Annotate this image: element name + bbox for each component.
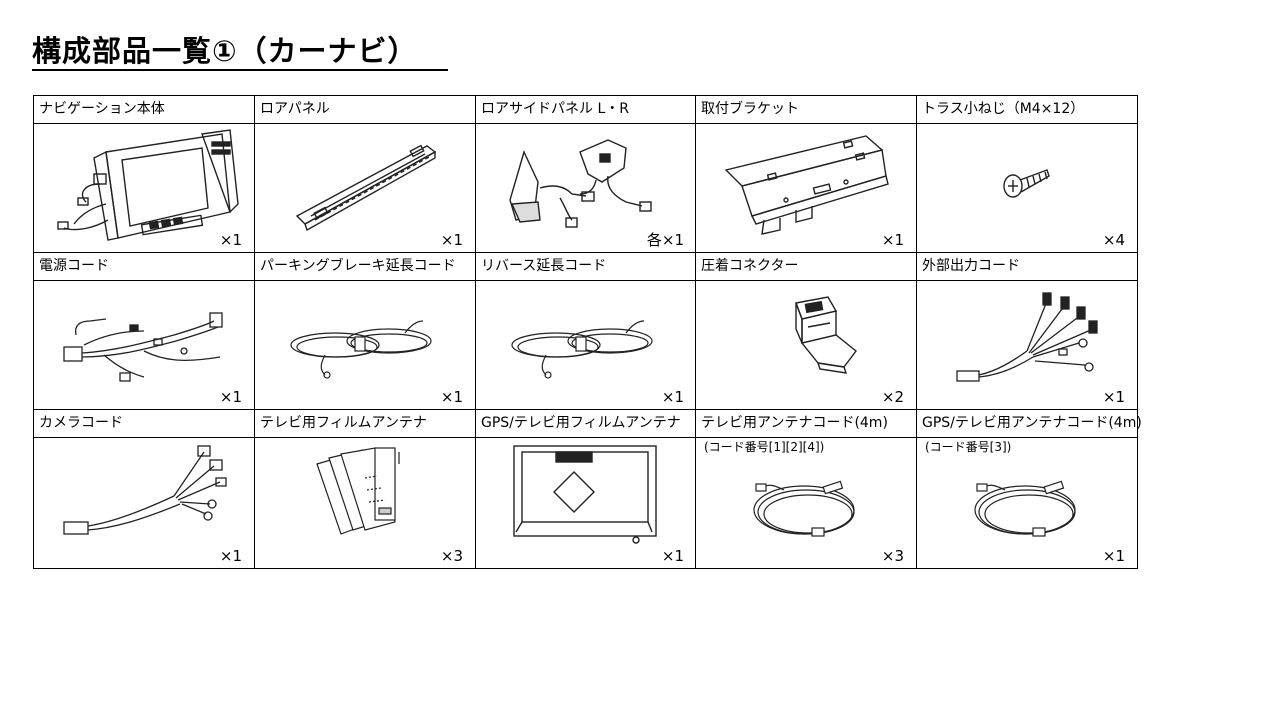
part-label: 取付ブラケット [701,101,799,117]
part-label: テレビ用フィルムアンテナ [260,415,427,431]
coiled-cable-icon [290,320,432,379]
gps-film-antenna-icon [513,445,657,544]
table-divider [33,437,1138,438]
part-quantity: ×1 [1102,547,1125,565]
part-cell: リバース延長コード ×1 [476,253,696,409]
part-quantity: ×1 [661,388,684,406]
table-divider [33,123,1138,124]
part-cell: 電源コード ×1 [34,253,254,409]
part-cell: トラス小ねじ（M4×12） ×4 [917,96,1137,252]
antenna-cord-icon [974,480,1076,537]
part-label: 電源コード [39,258,109,274]
part-quantity: ×3 [881,547,904,565]
table-divider [695,95,696,569]
part-label: ロアパネル [260,101,330,117]
part-quantity: ×1 [219,231,242,249]
part-cell: GPS/テレビ用アンテナコード(4m) (コード番号[3]) ×1 [917,410,1142,568]
lower-side-panel-icon [509,139,652,228]
table-border [33,95,34,569]
film-antenna-icon [316,447,400,535]
part-cell: テレビ用アンテナコード(4m) (コード番号[1][2][4]) ×3 [696,410,916,568]
camera-cord-icon [63,445,227,535]
part-cell: テレビ用フィルムアンテナ ×3 [255,410,475,568]
part-quantity: ×1 [219,388,242,406]
page-title: 構成部品一覧①（カーナビ） [32,34,418,68]
part-label: ナビゲーション本体 [39,101,165,117]
crimp-connector-icon [795,296,857,374]
part-cell: GPS/テレビ用フィルムアンテナ ×1 [476,410,696,568]
table-border [33,95,1138,96]
part-cell: ロアパネル ×1 [255,96,475,252]
part-quantity: ×1 [1102,388,1125,406]
mounting-bracket-icon [724,135,889,235]
power-cord-icon [63,312,223,382]
table-divider [33,252,1138,253]
part-cell: パーキングブレーキ延長コード ×1 [255,253,475,409]
part-quantity: ×1 [440,388,463,406]
part-label: テレビ用アンテナコード(4m) [701,415,888,431]
part-label: 外部出力コード [922,258,1020,274]
part-label: カメラコード [39,415,123,431]
part-quantity: 各×1 [646,231,684,249]
part-label: ロアサイドパネル L・R [481,101,629,117]
part-quantity: ×4 [1102,231,1125,249]
table-border [33,568,1138,569]
part-label: パーキングブレーキ延長コード [260,258,456,274]
table-divider [916,95,917,569]
part-label: GPS/テレビ用アンテナコード(4m) [922,415,1142,431]
part-quantity: ×1 [219,547,242,565]
table-divider [475,95,476,569]
navigation-unit-icon [57,129,239,241]
part-cell: カメラコード ×1 [34,410,254,568]
part-label: リバース延長コード [481,258,607,274]
part-cell: 外部出力コード ×1 [917,253,1137,409]
table-border [1137,95,1138,569]
part-cell: 取付ブラケット ×1 [696,96,916,252]
parts-table: ナビゲーション本体 ×1 ロアパネル [33,95,1142,569]
part-label: GPS/テレビ用フィルムアンテナ [481,415,681,431]
antenna-cord-icon [753,480,855,537]
output-cord-icon [956,292,1098,382]
table-divider [254,95,255,569]
truss-screw-icon [1003,169,1050,198]
part-quantity: ×1 [661,547,684,565]
part-quantity: ×1 [881,231,904,249]
table-divider [33,409,1138,410]
part-quantity: ×3 [440,547,463,565]
part-cell: ロアサイドパネル L・R 各×1 [476,96,696,252]
table-divider [33,280,1138,281]
part-sublabel: (コード番号[3]) [925,440,1012,454]
part-quantity: ×2 [881,388,904,406]
part-cell: 圧着コネクター ×2 [696,253,916,409]
part-quantity: ×1 [440,231,463,249]
lower-panel-icon [295,144,437,232]
part-sublabel: (コード番号[1][2][4]) [704,440,825,454]
coiled-cable-icon [511,320,653,379]
title-underline [32,69,448,71]
part-cell: ナビゲーション本体 ×1 [34,96,254,252]
part-label: トラス小ねじ（M4×12） [922,101,1085,117]
part-label: 圧着コネクター [701,258,799,274]
